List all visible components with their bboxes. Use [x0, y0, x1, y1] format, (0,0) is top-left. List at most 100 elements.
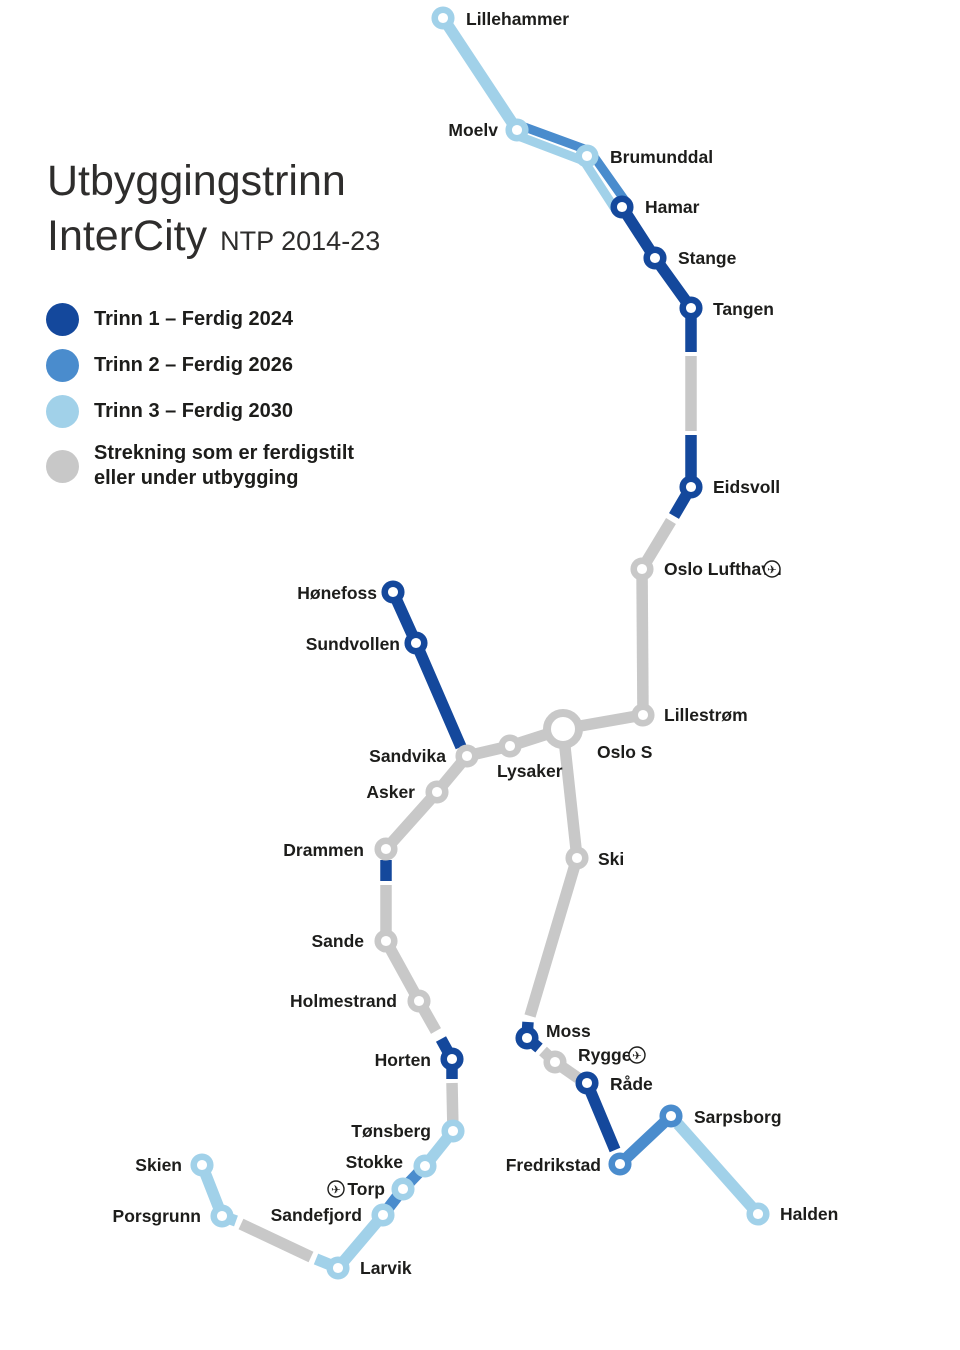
- station-rygge-marker: [543, 1050, 567, 1074]
- station-holmestrand-marker: [407, 989, 431, 1013]
- station-rade-marker: [575, 1071, 599, 1095]
- legend-label-trinn2: Trinn 2 – Ferdig 2026: [94, 354, 293, 376]
- station-label-drammen: Drammen: [283, 840, 364, 860]
- station-asker-marker: [425, 780, 449, 804]
- page-title-intercity: InterCity: [47, 212, 208, 260]
- station-sandefjord-marker: [371, 1203, 395, 1227]
- station-label-lysaker: Lysaker: [497, 761, 563, 781]
- station-oslo-s-marker: [543, 709, 583, 749]
- legend-label-done-line2: eller under utbygging: [94, 467, 299, 489]
- legend-item-done: Strekning som er ferdigstilt eller under…: [46, 441, 354, 491]
- segment-sandefjord-larvik: [333, 1211, 388, 1272]
- segment-sandvika-drammen: [381, 752, 472, 853]
- station-tangen-marker: [679, 296, 703, 320]
- legend-label-trinn3: Trinn 3 – Ferdig 2030: [94, 400, 293, 422]
- segment-fredrikstad-sarpsborg: [616, 1111, 675, 1169]
- segment-honefoss-sandvika: [387, 589, 467, 750]
- station-label-moss: Moss: [546, 1021, 591, 1041]
- station-sundvollen-marker: [404, 631, 428, 655]
- station-honefoss-marker: [381, 580, 405, 604]
- segment-gardermoen-lillestrom: [636, 568, 649, 716]
- station-label-holmestrand: Holmestrand: [290, 991, 397, 1011]
- trinn2-color-dot-icon: [46, 349, 79, 382]
- station-skien-marker: [190, 1153, 214, 1177]
- page-title-line2: InterCity NTP 2014-23: [47, 215, 380, 258]
- station-labels: Lillehammer Moelv Brumunddal Hamar Stang…: [113, 9, 839, 1278]
- legend: Trinn 1 – Ferdig 2024 Trinn 2 – Ferdig 2…: [46, 303, 354, 504]
- station-lysaker-marker: [498, 734, 522, 758]
- station-label-rade: Råde: [610, 1074, 653, 1094]
- station-drammen-marker: [374, 837, 398, 861]
- station-label-honefoss: Hønefoss: [297, 583, 377, 603]
- station-label-lillehammer: Lillehammer: [466, 9, 569, 29]
- station-label-skien: Skien: [135, 1155, 182, 1175]
- station-label-moelv: Moelv: [448, 120, 498, 140]
- legend-label-done-line1: Strekning som er ferdigstilt: [94, 442, 355, 464]
- station-stange-marker: [643, 246, 667, 270]
- airport-icon: ✈: [763, 560, 781, 578]
- station-sarpsborg-marker: [659, 1104, 683, 1128]
- station-markers: [190, 6, 770, 1280]
- station-torp-marker: [391, 1177, 415, 1201]
- airport-icons: ✈ ✈ ✈: [327, 560, 781, 1198]
- station-label-stokke: Stokke: [346, 1152, 404, 1172]
- station-label-sundvollen: Sundvollen: [306, 634, 400, 654]
- station-ski-marker: [565, 846, 589, 870]
- segment-larvik-porsgrunn-done: [238, 1218, 314, 1263]
- legend-item-trinn1: Trinn 1 – Ferdig 2024: [46, 303, 354, 336]
- legend-item-trinn3: Trinn 3 – Ferdig 2030: [46, 395, 354, 428]
- legend-label-trinn1: Trinn 1 – Ferdig 2024: [94, 308, 293, 330]
- station-moelv-marker: [505, 118, 529, 142]
- station-label-oslo-lufthavn: Oslo Lufthavn: [664, 559, 782, 579]
- station-label-lillestrom: Lillestrøm: [664, 705, 748, 725]
- station-label-sandvika: Sandvika: [369, 746, 446, 766]
- station-oslo-lufthavn-marker: [630, 557, 654, 581]
- station-label-sande: Sande: [311, 931, 364, 951]
- station-hamar-marker: [610, 195, 634, 219]
- station-label-rygge: Rygge: [578, 1045, 632, 1065]
- station-eidsvoll-marker: [679, 475, 703, 499]
- station-porsgrunn-marker: [210, 1204, 234, 1228]
- svg-text:✈: ✈: [331, 1183, 341, 1197]
- station-label-tangen: Tangen: [713, 299, 774, 319]
- page-title-edition: NTP 2014-23: [220, 226, 381, 256]
- station-label-halden: Halden: [780, 1204, 838, 1224]
- legend-item-trinn2: Trinn 2 – Ferdig 2026: [46, 349, 354, 382]
- station-label-oslo-s: Oslo S: [597, 742, 652, 762]
- station-moss-marker: [515, 1026, 539, 1050]
- done-color-dot-icon: [46, 449, 79, 483]
- station-label-sandefjord: Sandefjord: [271, 1205, 362, 1225]
- trinn1-color-dot-icon: [46, 303, 79, 336]
- station-label-fredrikstad: Fredrikstad: [506, 1155, 601, 1175]
- station-label-ski: Ski: [598, 849, 624, 869]
- station-stokke-marker: [413, 1154, 437, 1178]
- station-sande-marker: [374, 929, 398, 953]
- page-title-line1: Utbyggingstrinn: [47, 157, 346, 205]
- station-label-brumunddal: Brumunddal: [610, 147, 713, 167]
- station-brumunddal-marker: [575, 144, 599, 168]
- station-label-porsgrunn: Porsgrunn: [113, 1206, 201, 1226]
- legend-label-done: Strekning som er ferdigstilt eller under…: [94, 441, 354, 491]
- station-label-hamar: Hamar: [645, 197, 700, 217]
- station-sandvika-marker: [455, 744, 479, 768]
- station-label-horten: Horten: [375, 1050, 431, 1070]
- station-lillestrom-marker: [631, 703, 655, 727]
- airport-icon: ✈: [327, 1180, 345, 1198]
- station-label-eidsvoll: Eidsvoll: [713, 477, 780, 497]
- segment-oslos-ski: [557, 728, 583, 859]
- station-halden-marker: [746, 1202, 770, 1226]
- svg-text:✈: ✈: [767, 563, 777, 577]
- station-horten-marker: [440, 1047, 464, 1071]
- station-larvik-marker: [326, 1256, 350, 1280]
- station-label-tonsberg: Tønsberg: [351, 1121, 431, 1141]
- station-label-sarpsborg: Sarpsborg: [694, 1107, 782, 1127]
- trinn3-color-dot-icon: [46, 395, 79, 428]
- title-block: Utbyggingstrinn InterCity NTP 2014-23: [47, 160, 380, 258]
- station-label-asker: Asker: [366, 782, 415, 802]
- svg-text:✈: ✈: [632, 1049, 642, 1063]
- segment-sarpsborg-halden: [673, 1120, 763, 1218]
- station-lillehammer-marker: [431, 6, 455, 30]
- segment-rade-fredrikstad: [581, 1080, 621, 1153]
